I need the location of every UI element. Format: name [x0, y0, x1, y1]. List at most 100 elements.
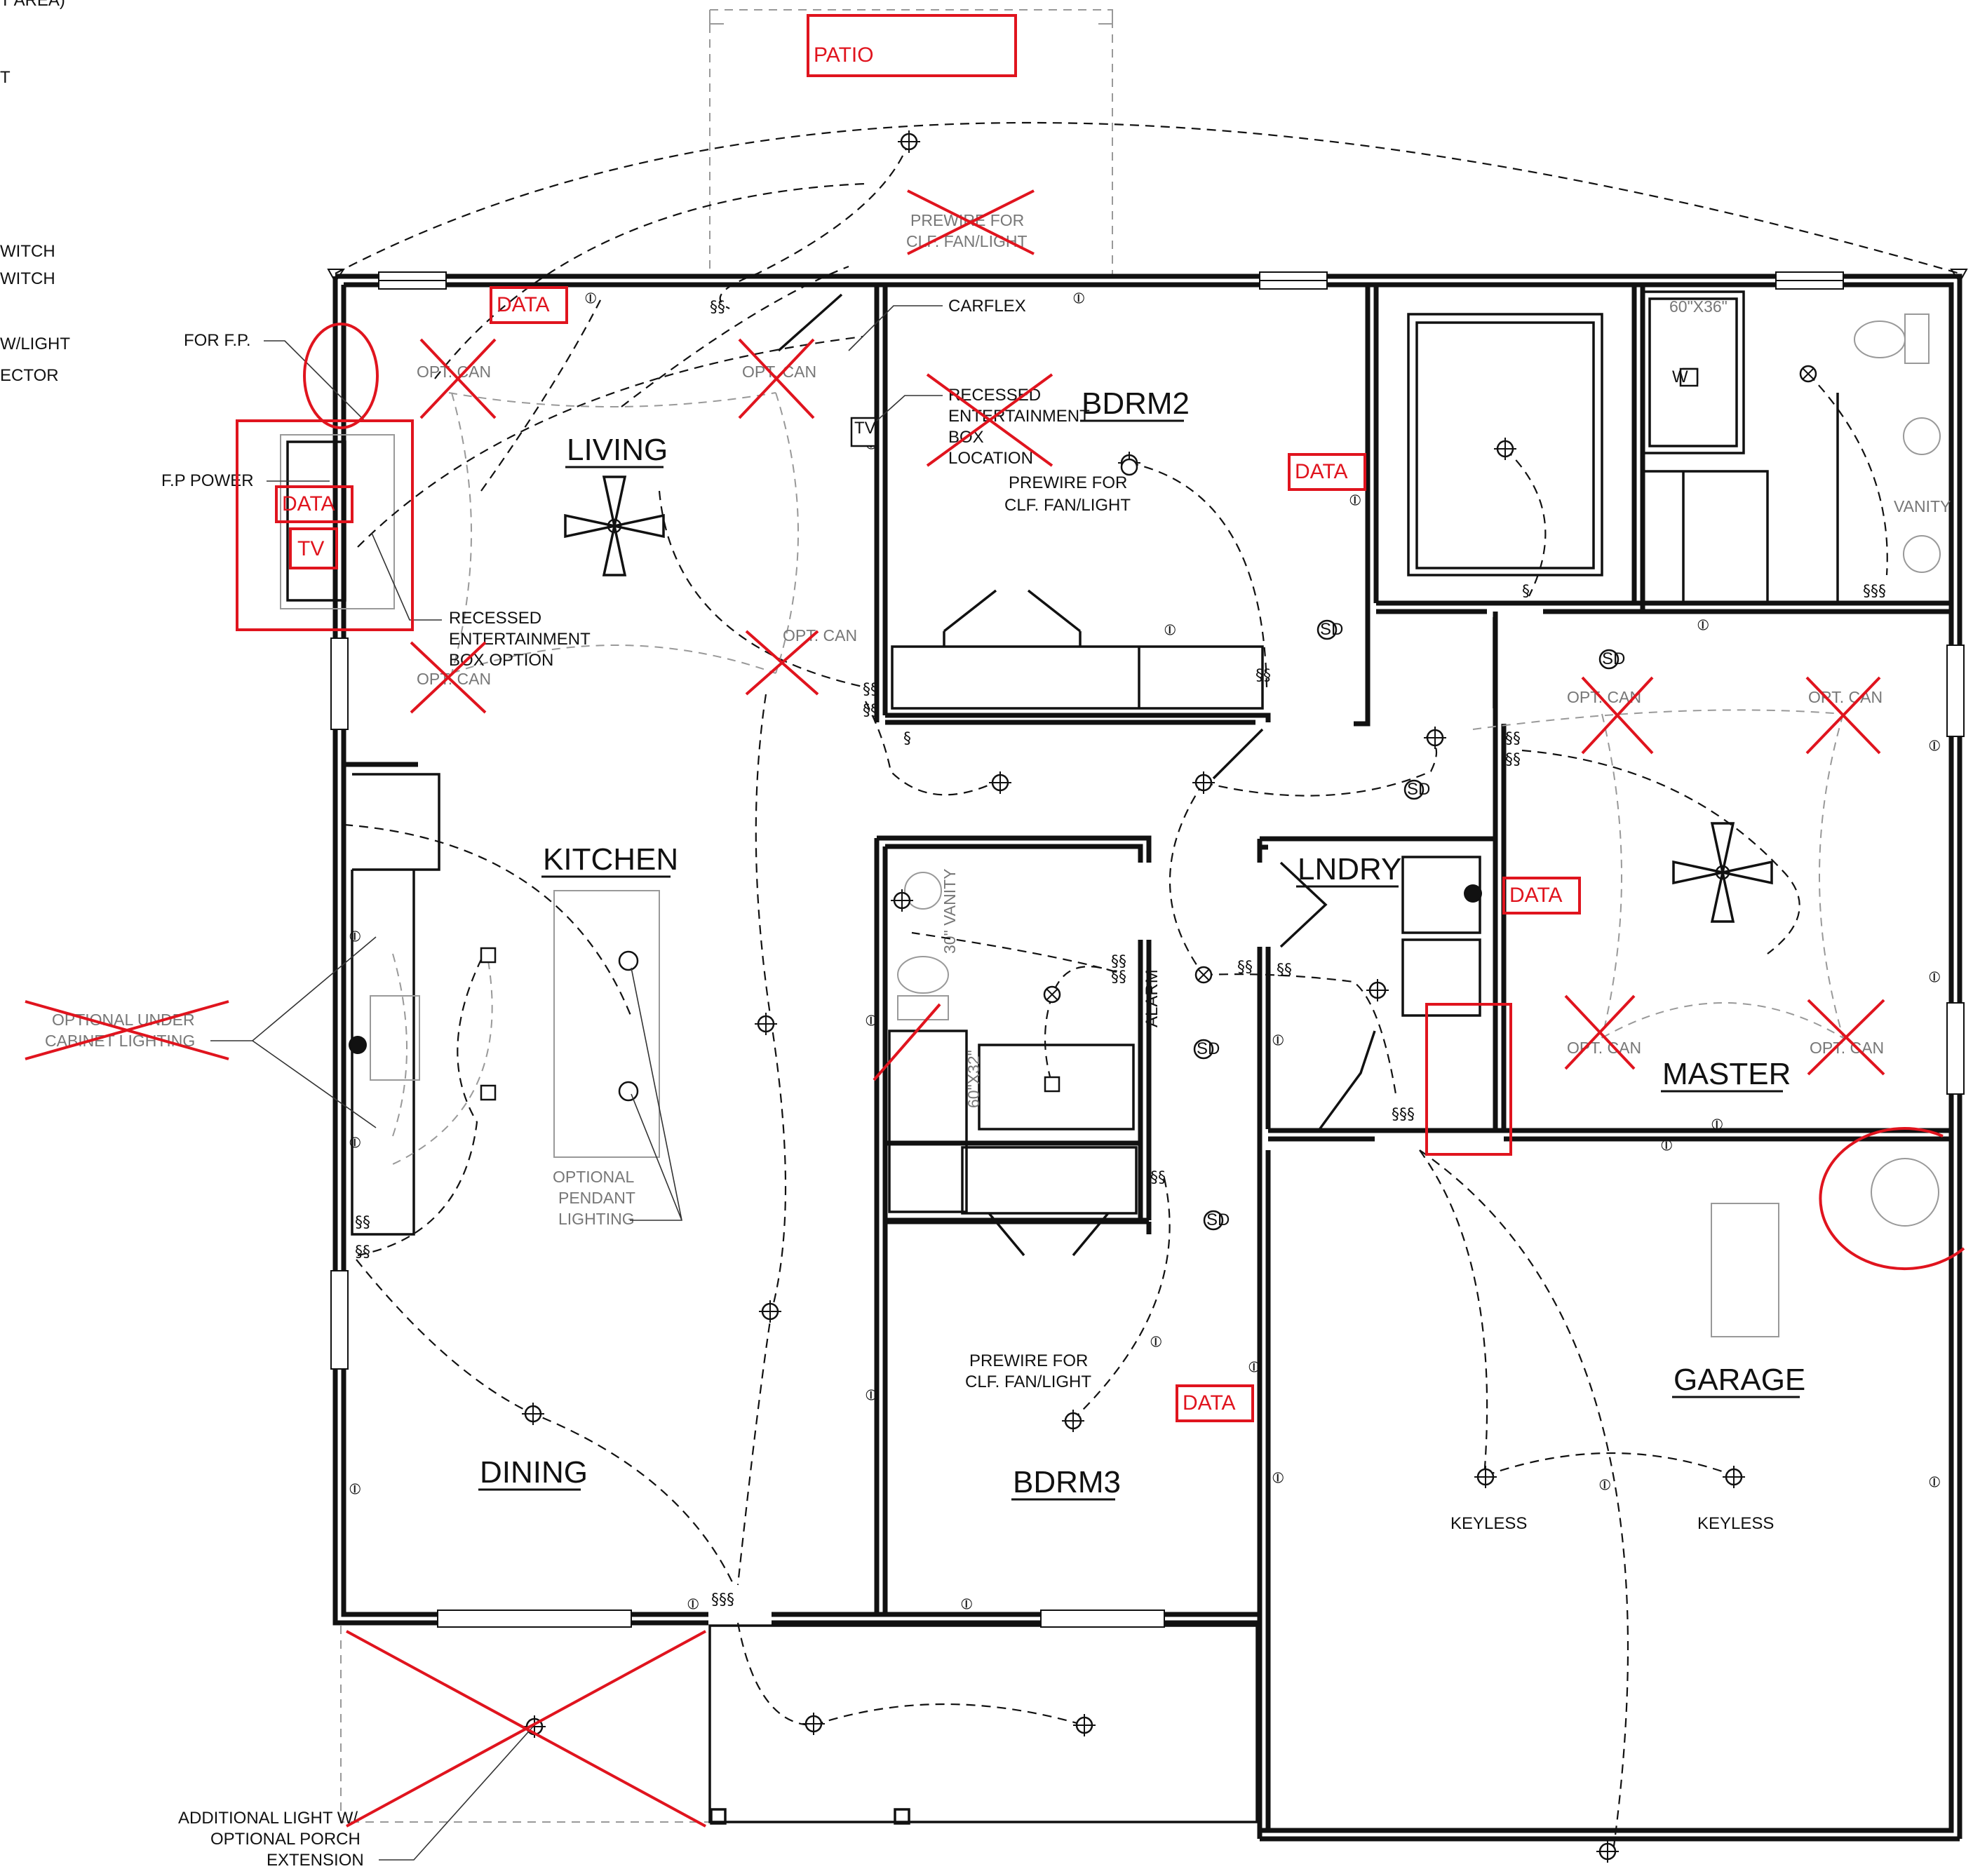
light-fixture-icon — [891, 889, 913, 912]
note-opt-can: OPT. CAN — [742, 363, 816, 381]
svg-text:⦶: ⦶ — [1150, 1333, 1161, 1351]
light-fixture-icon — [1596, 1840, 1619, 1863]
note-keyless: KEYLESS — [1450, 1514, 1527, 1533]
svg-text:SD: SD — [1407, 780, 1430, 799]
note-opt-can: OPT. CAN — [783, 626, 857, 645]
svg-text:⦶: ⦶ — [1661, 1137, 1672, 1154]
legend-fragment: WITCH — [0, 269, 55, 288]
laundry-markup-box — [1425, 1003, 1512, 1156]
note-prewire-bdrm2: PREWIRE FOR — [1009, 473, 1127, 492]
svg-text:⦶: ⦶ — [349, 1480, 361, 1498]
svg-text:⦶: ⦶ — [1164, 621, 1176, 639]
disposal-icon — [349, 1036, 367, 1054]
room-label-patio: PATIO — [814, 43, 874, 67]
room-label-lndry: LNDRY — [1298, 852, 1401, 886]
legend-fragment: T AREA) — [0, 0, 65, 10]
vanity-label: VANITY — [1894, 497, 1951, 515]
legend-fragment: WITCH — [0, 242, 55, 261]
patio-markup-box — [807, 14, 1017, 77]
svg-text:⦶: ⦶ — [687, 1595, 699, 1613]
svg-text:⦶: ⦶ — [1697, 616, 1709, 634]
red-x-marks — [25, 189, 1885, 1828]
data-markup: DATA — [1183, 1391, 1236, 1415]
legend-fragment: T — [0, 68, 11, 87]
note-recessed-option: ENTERTAINMENT — [449, 630, 591, 649]
svg-text:⦶: ⦶ — [1272, 1032, 1284, 1049]
outlets-and-switches: ⦶⦶⦶ ⦶⦶⦶ ⦶⦶⦶ ⦶⦶⦶ ⦶⦶⦶ ⦶⦶⦶ ⦶⦶⦶ ⦶⦶ §§§§§§ §§… — [349, 290, 1940, 1613]
room-label-kitchen: KITCHEN — [543, 842, 678, 877]
light-fixture-icon — [1366, 979, 1389, 1001]
can-light-icon — [480, 1084, 497, 1101]
svg-text:SD: SD — [1197, 1039, 1220, 1058]
light-fixture-icon — [1424, 727, 1446, 749]
note-recessed-bdrm2: ENTERTAINMENT — [948, 407, 1090, 426]
light-fixture-icon — [1799, 365, 1817, 383]
fireplace-markup-box — [236, 419, 414, 631]
room-labels: LIVING BDRM2 KITCHEN LNDRY MASTER DINING… — [478, 386, 1805, 1501]
room-label-master: MASTER — [1662, 1057, 1791, 1091]
svg-text:⦶: ⦶ — [961, 1595, 972, 1613]
svg-text:SD: SD — [1206, 1210, 1230, 1229]
svg-text:⦶: ⦶ — [866, 1386, 877, 1404]
can-light-icon — [480, 947, 497, 964]
svg-text:§§: §§ — [1255, 667, 1271, 684]
tv-box-icon — [850, 417, 877, 447]
dryer-outlet-icon — [1464, 884, 1482, 903]
legend-fragment: W/LIGHT — [0, 335, 70, 353]
can-light-icon — [1044, 1076, 1060, 1093]
svg-text:⦶: ⦶ — [866, 1012, 877, 1030]
switch-icon: §§§§§§ §§§§§ §§§§§§ §§§§§§ §§§§§§§ §§§§§… — [355, 299, 1886, 1609]
note-keyless: KEYLESS — [1697, 1514, 1774, 1533]
svg-text:⦶: ⦶ — [1711, 1116, 1723, 1133]
light-fixture-icon — [1494, 438, 1516, 460]
note-recessed-option: RECESSED — [449, 609, 541, 628]
light-fixture-icon — [759, 1300, 781, 1323]
svg-text:§§: §§ — [1111, 953, 1126, 971]
light-fixture-icon — [1723, 1466, 1745, 1488]
washer-label: W — [1672, 367, 1688, 386]
svg-text:⦶: ⦶ — [1929, 1473, 1940, 1491]
tv-markup: TV — [297, 537, 324, 560]
light-fixture-icon — [1073, 1714, 1096, 1736]
sink-icon — [904, 872, 942, 910]
svg-text:⦶: ⦶ — [1248, 1358, 1260, 1376]
ceiling-fan-icon — [1672, 822, 1773, 923]
light-fixtures — [480, 130, 1817, 1863]
legend-fragment: ECTOR — [0, 366, 59, 385]
data-markup: DATA — [1509, 884, 1563, 907]
note-opt-can: OPT. CAN — [1810, 1039, 1884, 1057]
note-prewire-bdrm2: CLF. FAN/LIGHT — [1004, 496, 1131, 515]
circuit-wiring — [335, 121, 1960, 1852]
svg-text:⦶: ⦶ — [1272, 1469, 1284, 1487]
data-markup: DATA — [282, 492, 335, 515]
note-prewire-bdrm3: PREWIRE FOR — [969, 1351, 1088, 1370]
svg-text:SD: SD — [1602, 649, 1625, 668]
tv-box-label: TV — [854, 419, 876, 438]
svg-text:§§§: §§§ — [711, 1591, 734, 1609]
porch-outline — [340, 1624, 1258, 1825]
note-porch: OPTIONAL PORCH — [210, 1830, 361, 1849]
smoke-detector-icon: SD SD SD SD SD — [1193, 619, 1625, 1231]
svg-text:§§: §§ — [355, 1214, 370, 1231]
note-opt-can: OPT. CAN — [417, 363, 491, 381]
room-label-bdrm3: BDRM3 — [1013, 1465, 1121, 1499]
data-markup: DATA — [1295, 460, 1348, 483]
room-label-dining: DINING — [480, 1455, 588, 1490]
water-heater-icon — [1871, 1158, 1939, 1227]
light-fixture-icon — [522, 1403, 544, 1425]
vanity-label: 30" VANITY — [941, 868, 959, 954]
room-label-living: LIVING — [567, 433, 668, 467]
svg-text:⦶: ⦶ — [1929, 737, 1940, 755]
svg-text:§§: §§ — [863, 702, 878, 720]
svg-text:§§§: §§§ — [1863, 583, 1886, 600]
svg-text:§§: §§ — [1150, 1169, 1166, 1187]
patio-outline — [709, 9, 1113, 275]
note-recessed-bdrm2: RECESSED — [948, 386, 1041, 405]
note-pendant: LIGHTING — [558, 1210, 635, 1228]
light-fixture-icon — [1062, 1410, 1084, 1432]
svg-text:⦶: ⦶ — [585, 290, 596, 307]
toilet-icon — [1854, 320, 1906, 358]
ceiling-fan-icon — [564, 475, 665, 576]
svg-text:§§: §§ — [710, 299, 725, 316]
